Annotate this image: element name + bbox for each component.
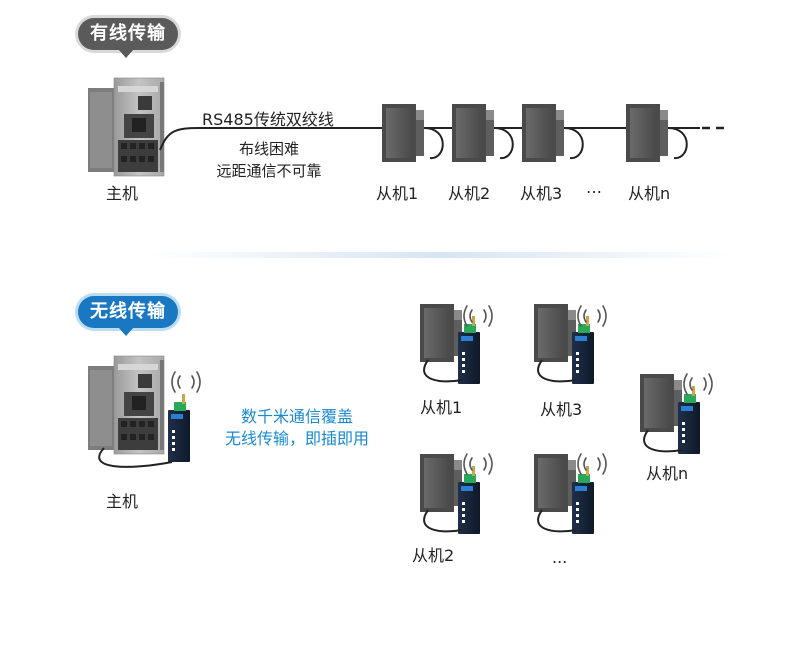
wired-note-line2: 远距通信不可靠 [216, 162, 322, 180]
wireless-slave-3-module [534, 304, 576, 362]
wireless-slave-2-cable [423, 509, 463, 533]
wireless-slave-n-label: 从机n [646, 464, 689, 483]
wired-note: 布线困难 远距通信不可靠 [204, 138, 334, 182]
wireless-badge: 无线传输 [78, 296, 178, 336]
wired-slave-1-label: 从机1 [376, 184, 419, 203]
wireless-slave-n-signal-icon [683, 373, 713, 395]
wireless-slave-3-cable [537, 359, 577, 383]
wired-slave-2-device [452, 104, 494, 162]
wireless-slave-2-module [420, 454, 462, 512]
master-radio-device [168, 394, 190, 462]
rs485-cable [159, 127, 700, 151]
wireless-slave-1-cable [423, 359, 463, 383]
wireless-slave-1-label: 从机1 [420, 398, 463, 417]
wired-master-label: 主机 [106, 184, 139, 203]
wired-slave-n-device [626, 104, 668, 162]
wireless-master-device [87, 355, 165, 455]
wireless-note: 数千米通信覆盖 无线传输，即插即用 [212, 406, 382, 450]
master-radio-cable [98, 447, 173, 468]
wireless-master-label: 主机 [106, 492, 139, 511]
wired-slave-2-loop [493, 127, 514, 160]
wireless-slave-3-signal-icon [577, 305, 607, 327]
section-divider [150, 252, 730, 258]
wireless-slave-1-signal-icon [463, 305, 493, 327]
wireless-slave-n-module [640, 374, 682, 432]
wired-slave-ellipsis: … [586, 178, 602, 197]
wired-slave-1-device [382, 104, 424, 162]
wired-badge: 有线传输 [78, 18, 178, 58]
master-signal-icon [171, 371, 201, 393]
wired-slave-3-device [522, 104, 564, 162]
wired-master-device [87, 77, 165, 177]
wireless-slave-more-signal-icon [577, 453, 607, 475]
wireless-note-line2: 无线传输，即插即用 [224, 429, 369, 448]
wired-slave-n-loop [667, 127, 688, 160]
wired-slave-3-label: 从机3 [520, 184, 563, 203]
wired-slave-n-label: 从机n [628, 184, 671, 203]
cable-label: RS485传统双绞线 [202, 110, 334, 129]
wireless-slave-1-module [420, 304, 462, 362]
wired-slave-3-loop [563, 127, 584, 160]
wireless-slave-2-signal-icon [463, 453, 493, 475]
wireless-note-line1: 数千米通信覆盖 [240, 407, 353, 426]
wireless-slave-ellipsis: ... [552, 548, 568, 567]
wireless-slave-n-cable [643, 429, 683, 453]
wireless-slave-2-label: 从机2 [412, 546, 455, 565]
wireless-slave-more-cable [537, 509, 577, 533]
wireless-slave-more-module [534, 454, 576, 512]
wired-note-line1: 布线困难 [238, 140, 299, 158]
wireless-slave-3-label: 从机3 [540, 400, 583, 419]
wired-slave-2-label: 从机2 [448, 184, 491, 203]
wired-slave-1-loop [423, 127, 444, 160]
